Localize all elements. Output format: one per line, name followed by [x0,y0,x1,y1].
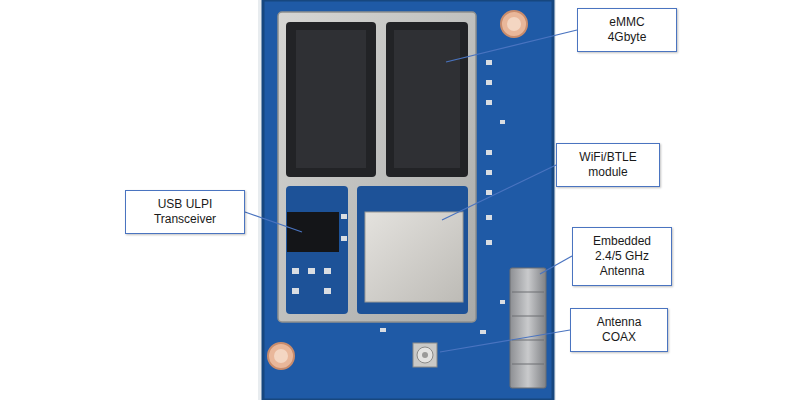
usb-ulpi-chip [287,212,339,252]
smd-part [500,120,505,124]
mounting-hole [507,17,521,31]
callout-label: WiFi/BTLE module [565,150,651,180]
shield-window [286,186,348,314]
smd-part [486,240,492,245]
mounting-pad [501,11,527,37]
smd-part [292,288,299,294]
leader-line [540,256,572,274]
callout-box: Antenna COAX [570,308,668,352]
shield-window [357,186,468,314]
callout-box: Embedded 2.4/5 GHz Antenna [572,227,672,286]
callout-box: eMMC 4Gbyte [577,8,677,52]
chip-antenna [510,268,546,388]
antenna-segment [512,364,544,365]
metal-shield [278,12,476,322]
mounting-pad [268,343,294,369]
callout-box: WiFi/BTLE module [556,143,660,187]
wifi-module [365,212,463,302]
antenna-segment [512,292,544,293]
leader-line [442,165,556,220]
callout-label: Embedded 2.4/5 GHz Antenna [581,234,663,279]
callout-label: Antenna COAX [589,315,649,345]
smd-part [486,190,492,195]
leader-line [446,30,577,62]
coax-ring [417,347,433,363]
smd-part [292,268,299,274]
smd-part [486,60,492,65]
smd-part [324,268,331,274]
smd-part [486,170,492,175]
smd-components [292,268,331,294]
callout-box: USB ULPI Transceiver [125,190,245,234]
leader-line [245,212,302,232]
chip-surface [296,30,366,168]
antenna-segment [512,340,544,341]
smd-part [500,300,505,304]
chip-surface [394,30,460,168]
leader-line [440,330,570,352]
emmc-chip [386,22,468,177]
smd-part [480,330,486,334]
smd-part [486,100,492,105]
leader-lines [245,30,577,352]
coax-pin [422,352,428,358]
antenna-segments [512,292,544,364]
smd-part [341,214,347,219]
emmc-chip [286,22,376,177]
smd-part [486,215,492,220]
mounting-hole [274,349,288,363]
smd-part [380,328,386,332]
smd-part [324,288,331,294]
smd-part [308,268,315,274]
callout-label: USB ULPI Transceiver [134,197,236,227]
coax-connector [413,343,437,367]
antenna-segment [512,316,544,317]
smd-part [486,80,492,85]
smd-part [486,150,492,155]
callout-label: eMMC 4Gbyte [596,15,658,45]
smd-part [341,236,347,241]
